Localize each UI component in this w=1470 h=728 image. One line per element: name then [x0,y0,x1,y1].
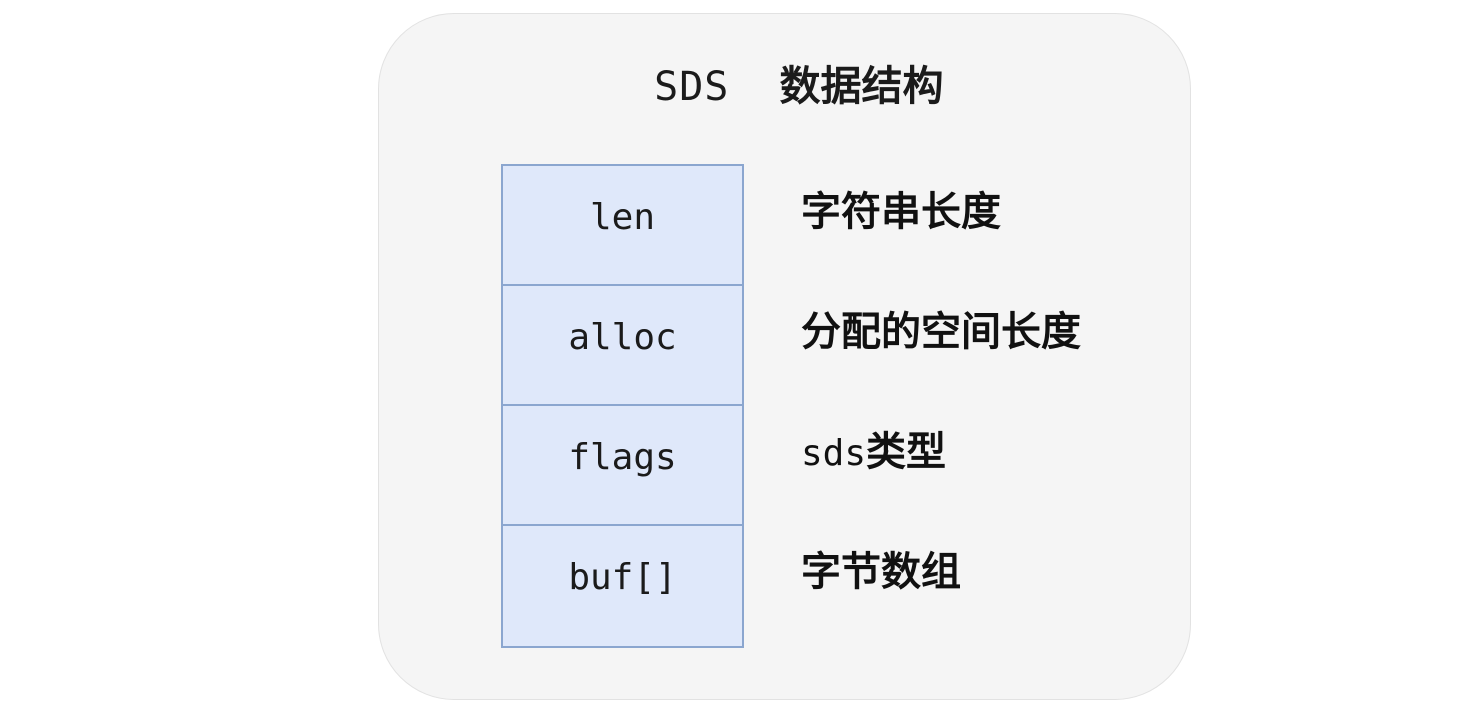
table-row: flags [503,406,742,526]
sds-field-table: len alloc flags buf[] [501,164,744,648]
list-item: sds类型 [801,404,1181,524]
list-item: 字符串长度 [801,164,1181,284]
page-title-cjk: 数据结构 [779,62,944,110]
field-description-flags: sds类型 [801,432,946,472]
field-description-len: 字符串长度 [801,189,1001,235]
page-title-gap [729,64,779,110]
table-row: alloc [503,286,742,406]
field-description-list: 字符串长度 分配的空间长度 sds类型 字节数组 [801,164,1181,644]
field-description-flags-cjk: 类型 [866,429,947,475]
field-name-alloc: alloc [568,317,677,358]
list-item: 分配的空间长度 [801,284,1181,404]
sds-structure-card: SDS 数据结构 len alloc flags buf[] 字符串长度 分配的… [378,13,1191,700]
field-name-buf: buf[] [568,557,677,598]
page-title: SDS 数据结构 [379,50,1192,123]
page-title-mono: SDS [654,64,730,110]
table-row: buf[] [503,526,742,646]
list-item: 字节数组 [801,524,1181,644]
field-description-flags-mono: sds [801,433,867,474]
field-name-len: len [589,197,656,238]
field-name-flags: flags [568,437,677,478]
field-description-buf: 字节数组 [801,549,961,595]
table-row: len [503,166,742,286]
field-description-alloc: 分配的空间长度 [801,309,1081,355]
